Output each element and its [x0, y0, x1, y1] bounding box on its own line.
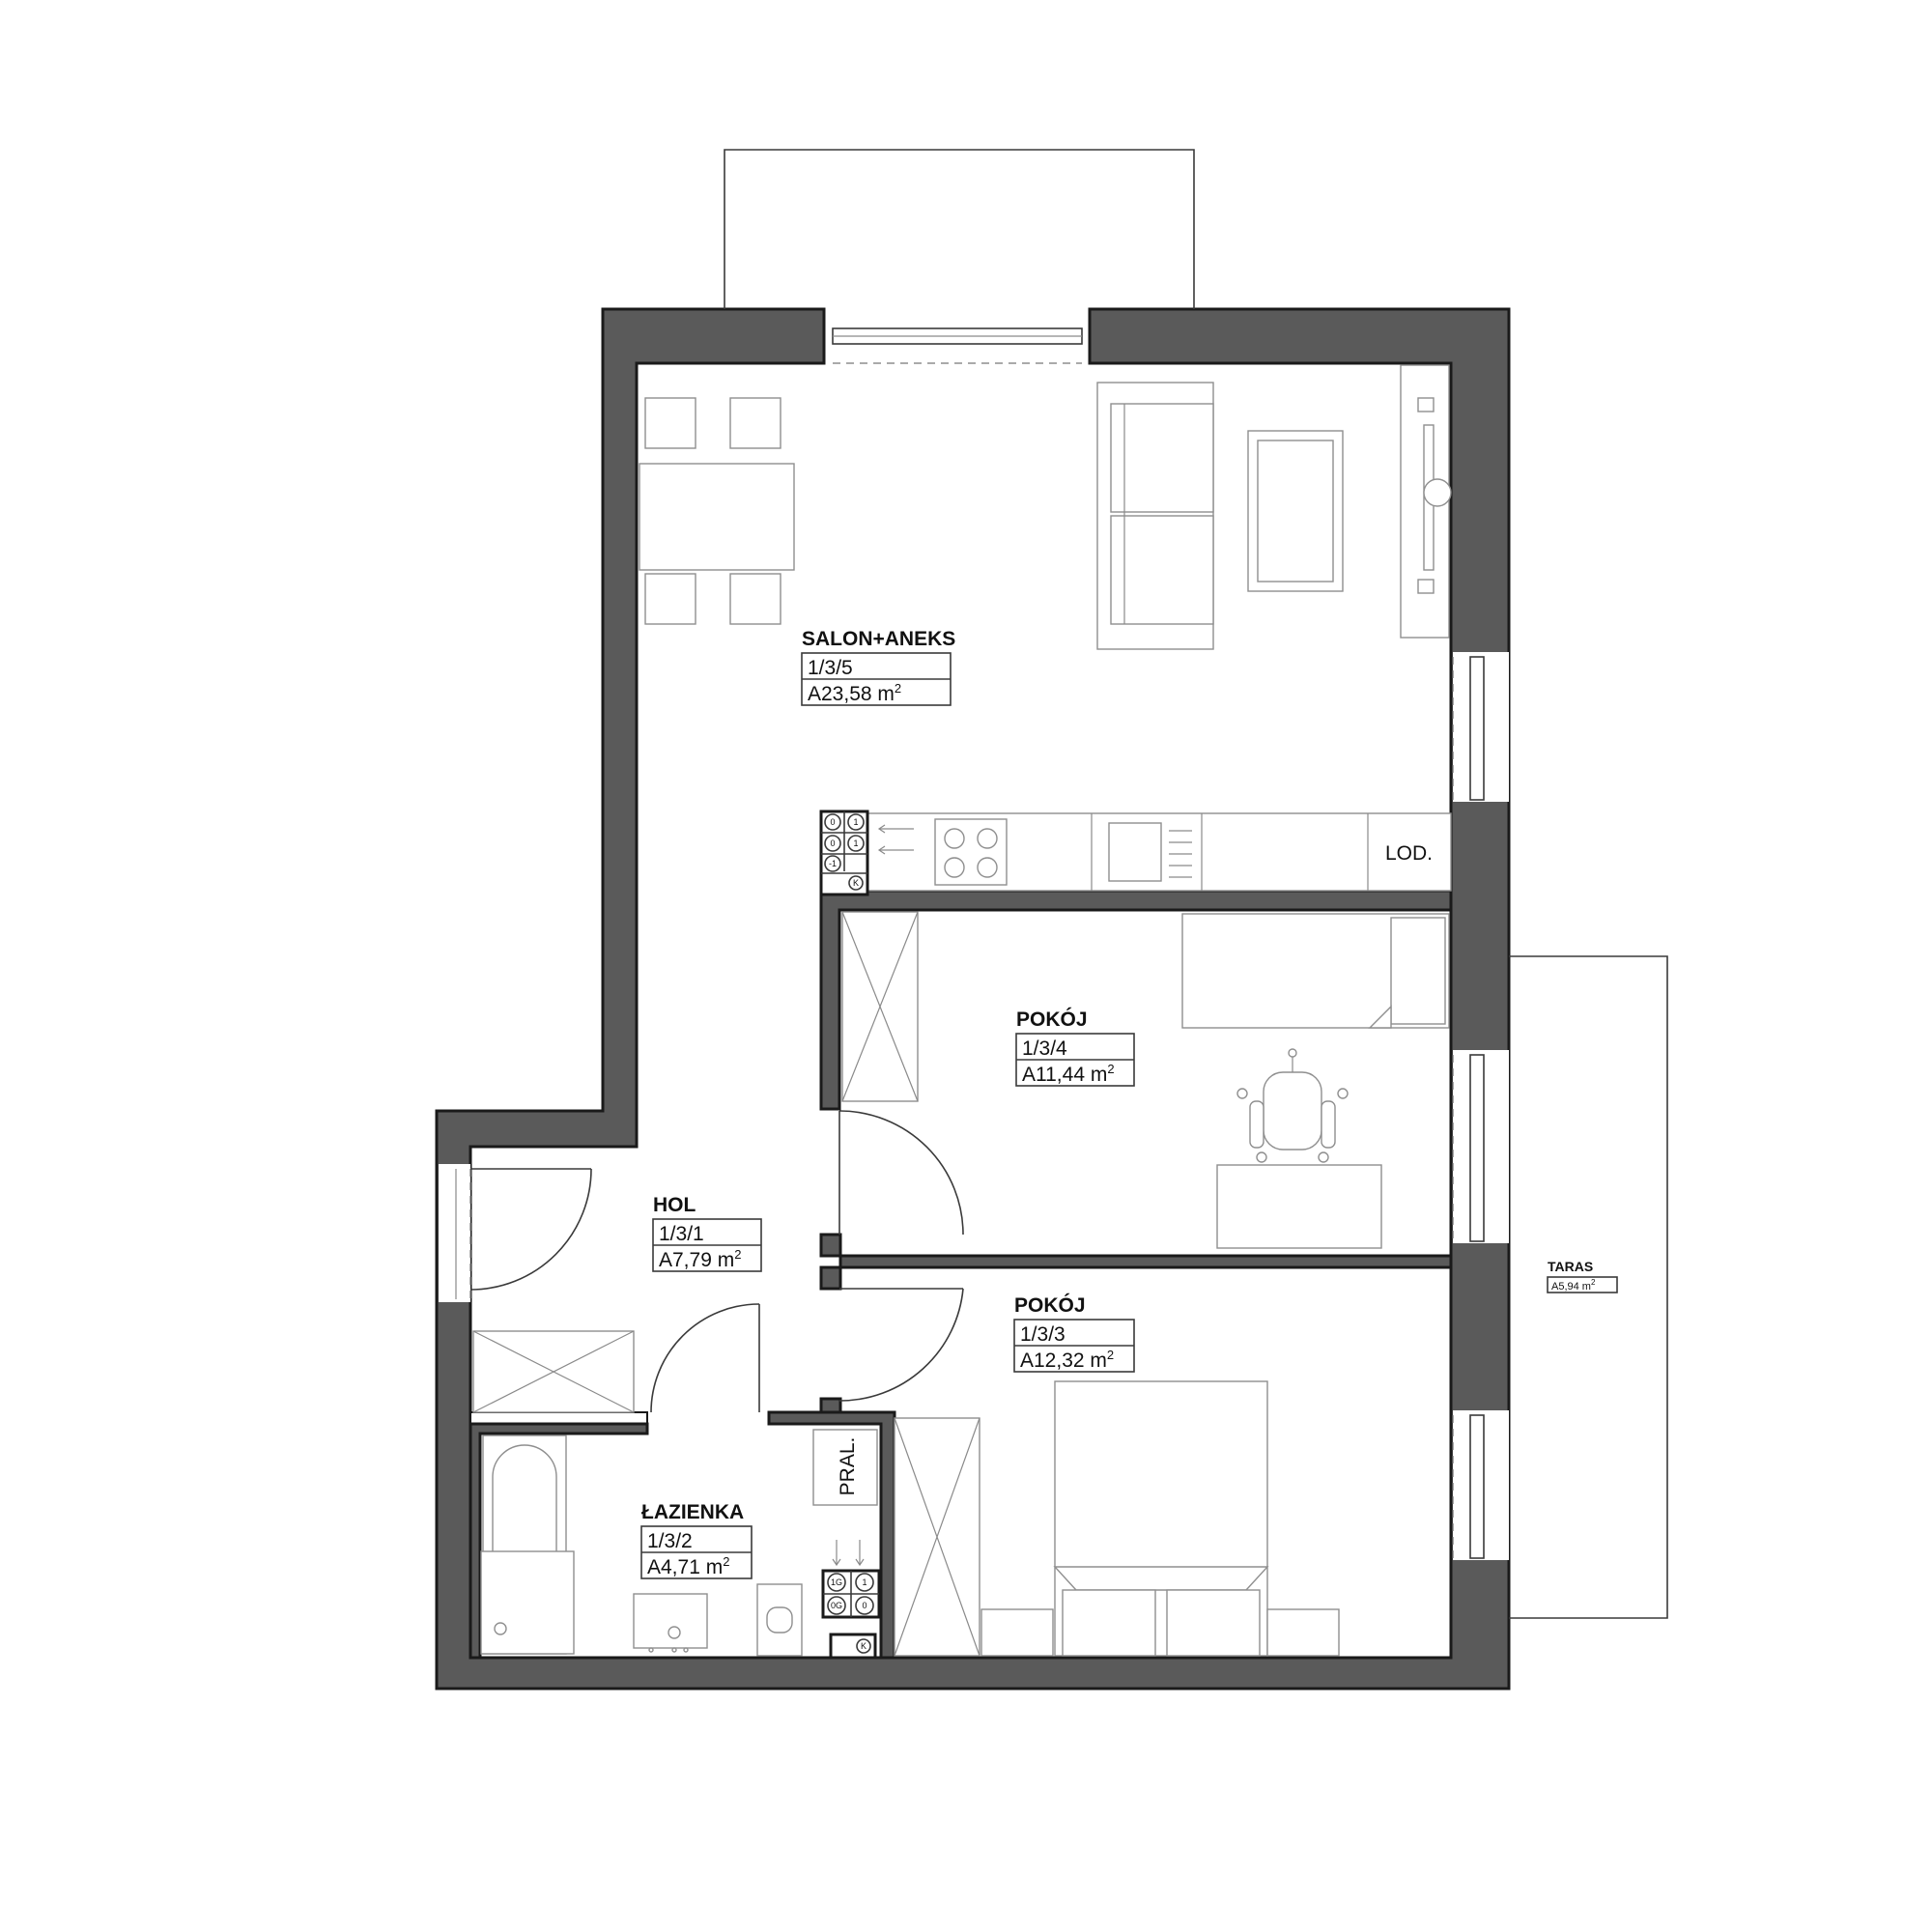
inst-k-5: K: [853, 878, 859, 888]
room-number-pokoj3: 1/3/3: [1020, 1323, 1065, 1346]
svg-text:A5,94 m2: A5,94 m2: [1551, 1278, 1596, 1293]
inst-k-3: 1: [853, 838, 858, 848]
room-area-sup-lazienka: 2: [723, 1554, 729, 1569]
room-label-pokoj3: POKÓJ 1/3/3 A12,32 m2: [1013, 1293, 1135, 1373]
inst-b-1: 1: [862, 1577, 867, 1587]
room-area-sup-hol: 2: [734, 1247, 741, 1262]
inst-k-1: 1: [853, 817, 858, 827]
room-label-pokoj4: POKÓJ 1/3/4 A11,44 m2: [1015, 1008, 1135, 1087]
svg-text:A11,44 m2: A11,44 m2: [1022, 1062, 1115, 1086]
inst-b-2: 0G: [831, 1601, 842, 1610]
washer-label: PRAL.: [837, 1437, 859, 1496]
room-area-sup-pokoj3: 2: [1107, 1348, 1114, 1362]
inst-b-0: 1G: [831, 1577, 842, 1587]
svg-text:A12,32 m2: A12,32 m2: [1020, 1348, 1114, 1372]
room-name-hol: HOL: [653, 1194, 696, 1216]
room-area-taras: A5,94 m: [1551, 1281, 1591, 1293]
room-area-lazienka: A4,71 m: [647, 1556, 723, 1578]
room4-furniture: [841, 911, 1450, 1249]
room-area-hol: A7,79 m: [659, 1249, 734, 1271]
fridge-label: LOD.: [1385, 842, 1433, 865]
room-name-pokoj4: POKÓJ: [1016, 1008, 1088, 1031]
room-area-sup-salon: 2: [895, 681, 901, 696]
room-area-pokoj4: A11,44 m: [1022, 1064, 1107, 1086]
salon-furniture: [639, 364, 1452, 650]
room-name-salon: SALON+ANEKS: [802, 628, 955, 650]
svg-text:A4,71 m2: A4,71 m2: [647, 1554, 729, 1578]
room-number-pokoj4: 1/3/4: [1022, 1037, 1067, 1060]
room3-furniture: [894, 1380, 1340, 1657]
doors: [469, 1110, 964, 1413]
room-number-salon: 1/3/5: [808, 657, 853, 679]
kitchen: 0 1 0 1 -1 K LOD.: [819, 810, 1452, 896]
room-area-pokoj3: A12,32 m: [1020, 1350, 1107, 1372]
inst-k-2: 0: [830, 838, 835, 848]
inst-b-3: 0: [862, 1601, 867, 1610]
bathroom-fixtures: PRAL. 1G 1 0G 0 K: [480, 1429, 881, 1660]
balcony: [724, 149, 1195, 364]
room-label-lazienka: ŁAZIENKA 1/3/2 A4,71 m2: [640, 1501, 753, 1579]
hall-closet: [472, 1330, 635, 1413]
room-name-taras: TARAS: [1548, 1259, 1593, 1274]
terrace: [1509, 955, 1668, 1619]
room-number-lazienka: 1/3/2: [647, 1530, 693, 1552]
windows: [455, 656, 1485, 1559]
room-name-lazienka: ŁAZIENKA: [641, 1501, 744, 1523]
svg-text:A7,79 m2: A7,79 m2: [659, 1247, 741, 1271]
room-area-salon: A23,58 m: [808, 683, 895, 705]
inst-k-4: -1: [829, 859, 837, 868]
svg-text:A23,58 m2: A23,58 m2: [808, 681, 901, 705]
room-label-salon: SALON+ANEKS 1/3/5 A23,58 m2: [801, 628, 955, 706]
room-name-pokoj3: POKÓJ: [1014, 1293, 1086, 1317]
room-number-hol: 1/3/1: [659, 1223, 704, 1245]
room-area-sup-taras: 2: [1591, 1278, 1596, 1287]
room-label-hol: HOL 1/3/1 A7,79 m2: [652, 1194, 762, 1272]
interior-walls: [469, 889, 1453, 1660]
room-area-sup-pokoj4: 2: [1107, 1062, 1114, 1076]
room-label-taras: TARAS A5,94 m2: [1547, 1259, 1618, 1293]
inst-k-0: 0: [830, 817, 835, 827]
inst-b-4: K: [861, 1641, 867, 1651]
